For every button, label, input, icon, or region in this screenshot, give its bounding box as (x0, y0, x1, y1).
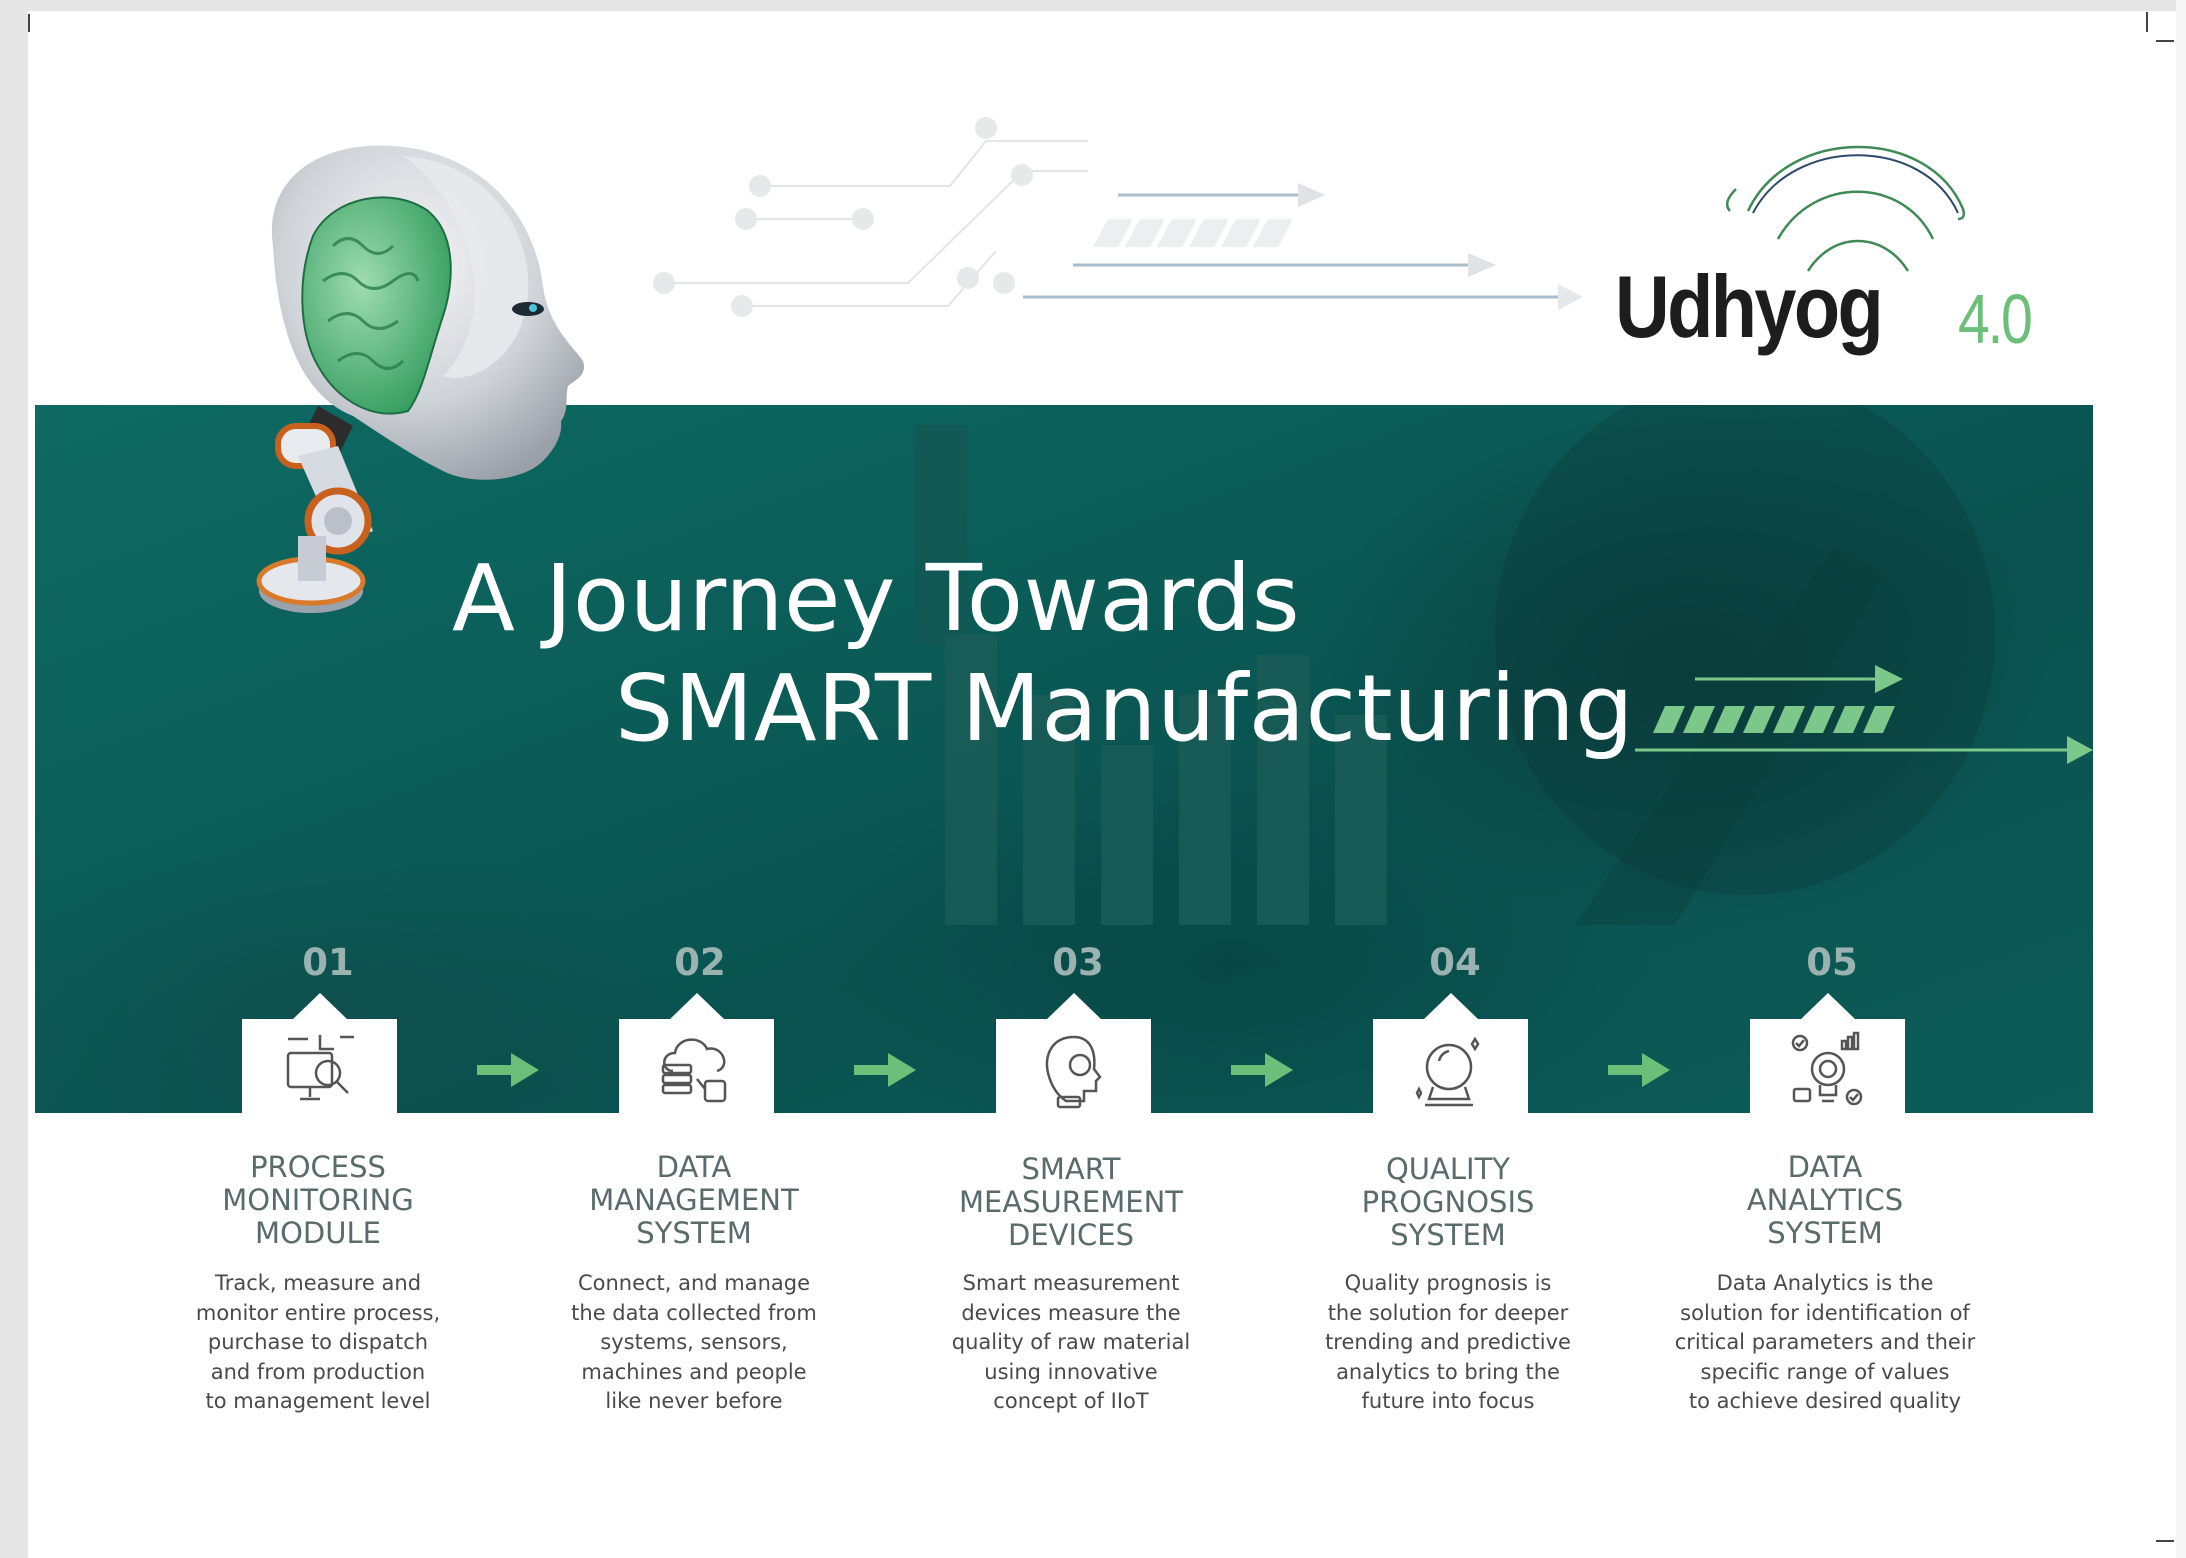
step-number: 01 (302, 941, 354, 984)
brand-version: 4.0 (1958, 280, 2033, 358)
step-description: Data Analytics is the solution for ident… (1674, 1271, 1976, 1413)
headline-line-2: SMART Manufacturing (615, 655, 1635, 762)
brand-name: Udhyog (1615, 257, 1884, 356)
step-number: 04 (1429, 941, 1481, 984)
step-description: Track, measure and monitor entire proces… (195, 1271, 441, 1413)
analytics-bulb-icon (1791, 1031, 1863, 1106)
step-arrow-icon (1608, 1053, 1670, 1087)
hero-banner: A Journey Towards SMART Manufacturing 01… (35, 405, 2093, 1113)
step-title: DATA ANALYTICS SYSTEM (1746, 1150, 1904, 1250)
wifi-signal-icon (1725, 145, 1966, 272)
step-description: Quality prognosis is the solution for de… (1325, 1271, 1571, 1413)
step-title: DATA MANAGEMENT SYSTEM (589, 1150, 799, 1250)
cloud-data-icon (661, 1038, 727, 1103)
hand-shadow-decoration (1495, 405, 1995, 925)
crop-mark (2156, 40, 2174, 42)
step-arrow-icon (1231, 1053, 1293, 1087)
step-arrow-icon (854, 1053, 916, 1087)
step-description: Connect, and manage the data collected f… (571, 1271, 817, 1413)
crystal-ball-icon (1415, 1036, 1480, 1107)
step-icon-box (996, 993, 1151, 1113)
step-number: 05 (1806, 941, 1858, 984)
step-description: Smart measurement devices measure the qu… (951, 1271, 1191, 1413)
step-number: 02 (674, 941, 726, 984)
crop-mark (28, 14, 30, 32)
step-title: PROCESS MONITORING MODULE (222, 1150, 414, 1250)
crop-mark (2146, 12, 2148, 32)
circuit-decoration (653, 117, 1583, 317)
step-icon-box (1373, 993, 1528, 1113)
crop-mark (2156, 1540, 2174, 1542)
headline-line-1: A Journey Towards (452, 545, 1301, 652)
step-title: QUALITY PROGNOSIS SYSTEM (1361, 1152, 1535, 1252)
step-number: 03 (1052, 941, 1104, 984)
viewer-margin (2176, 0, 2186, 1558)
step-icon-box (242, 993, 397, 1113)
step-title: SMART MEASUREMENT DEVICES (958, 1152, 1184, 1252)
monitoring-icon (286, 1035, 354, 1101)
background-bars-decoration (945, 635, 1387, 925)
step-icon-box (1750, 993, 1905, 1113)
document-page: Udhyog 4.0 A Journey Towards SMART Manuf… (28, 11, 2176, 1558)
step-icon-box (619, 993, 774, 1113)
speed-arrows-decoration (1635, 665, 2093, 764)
robot-head-illustration (256, 145, 585, 613)
smart-head-icon (1045, 1035, 1102, 1109)
step-arrow-icon (477, 1053, 539, 1087)
